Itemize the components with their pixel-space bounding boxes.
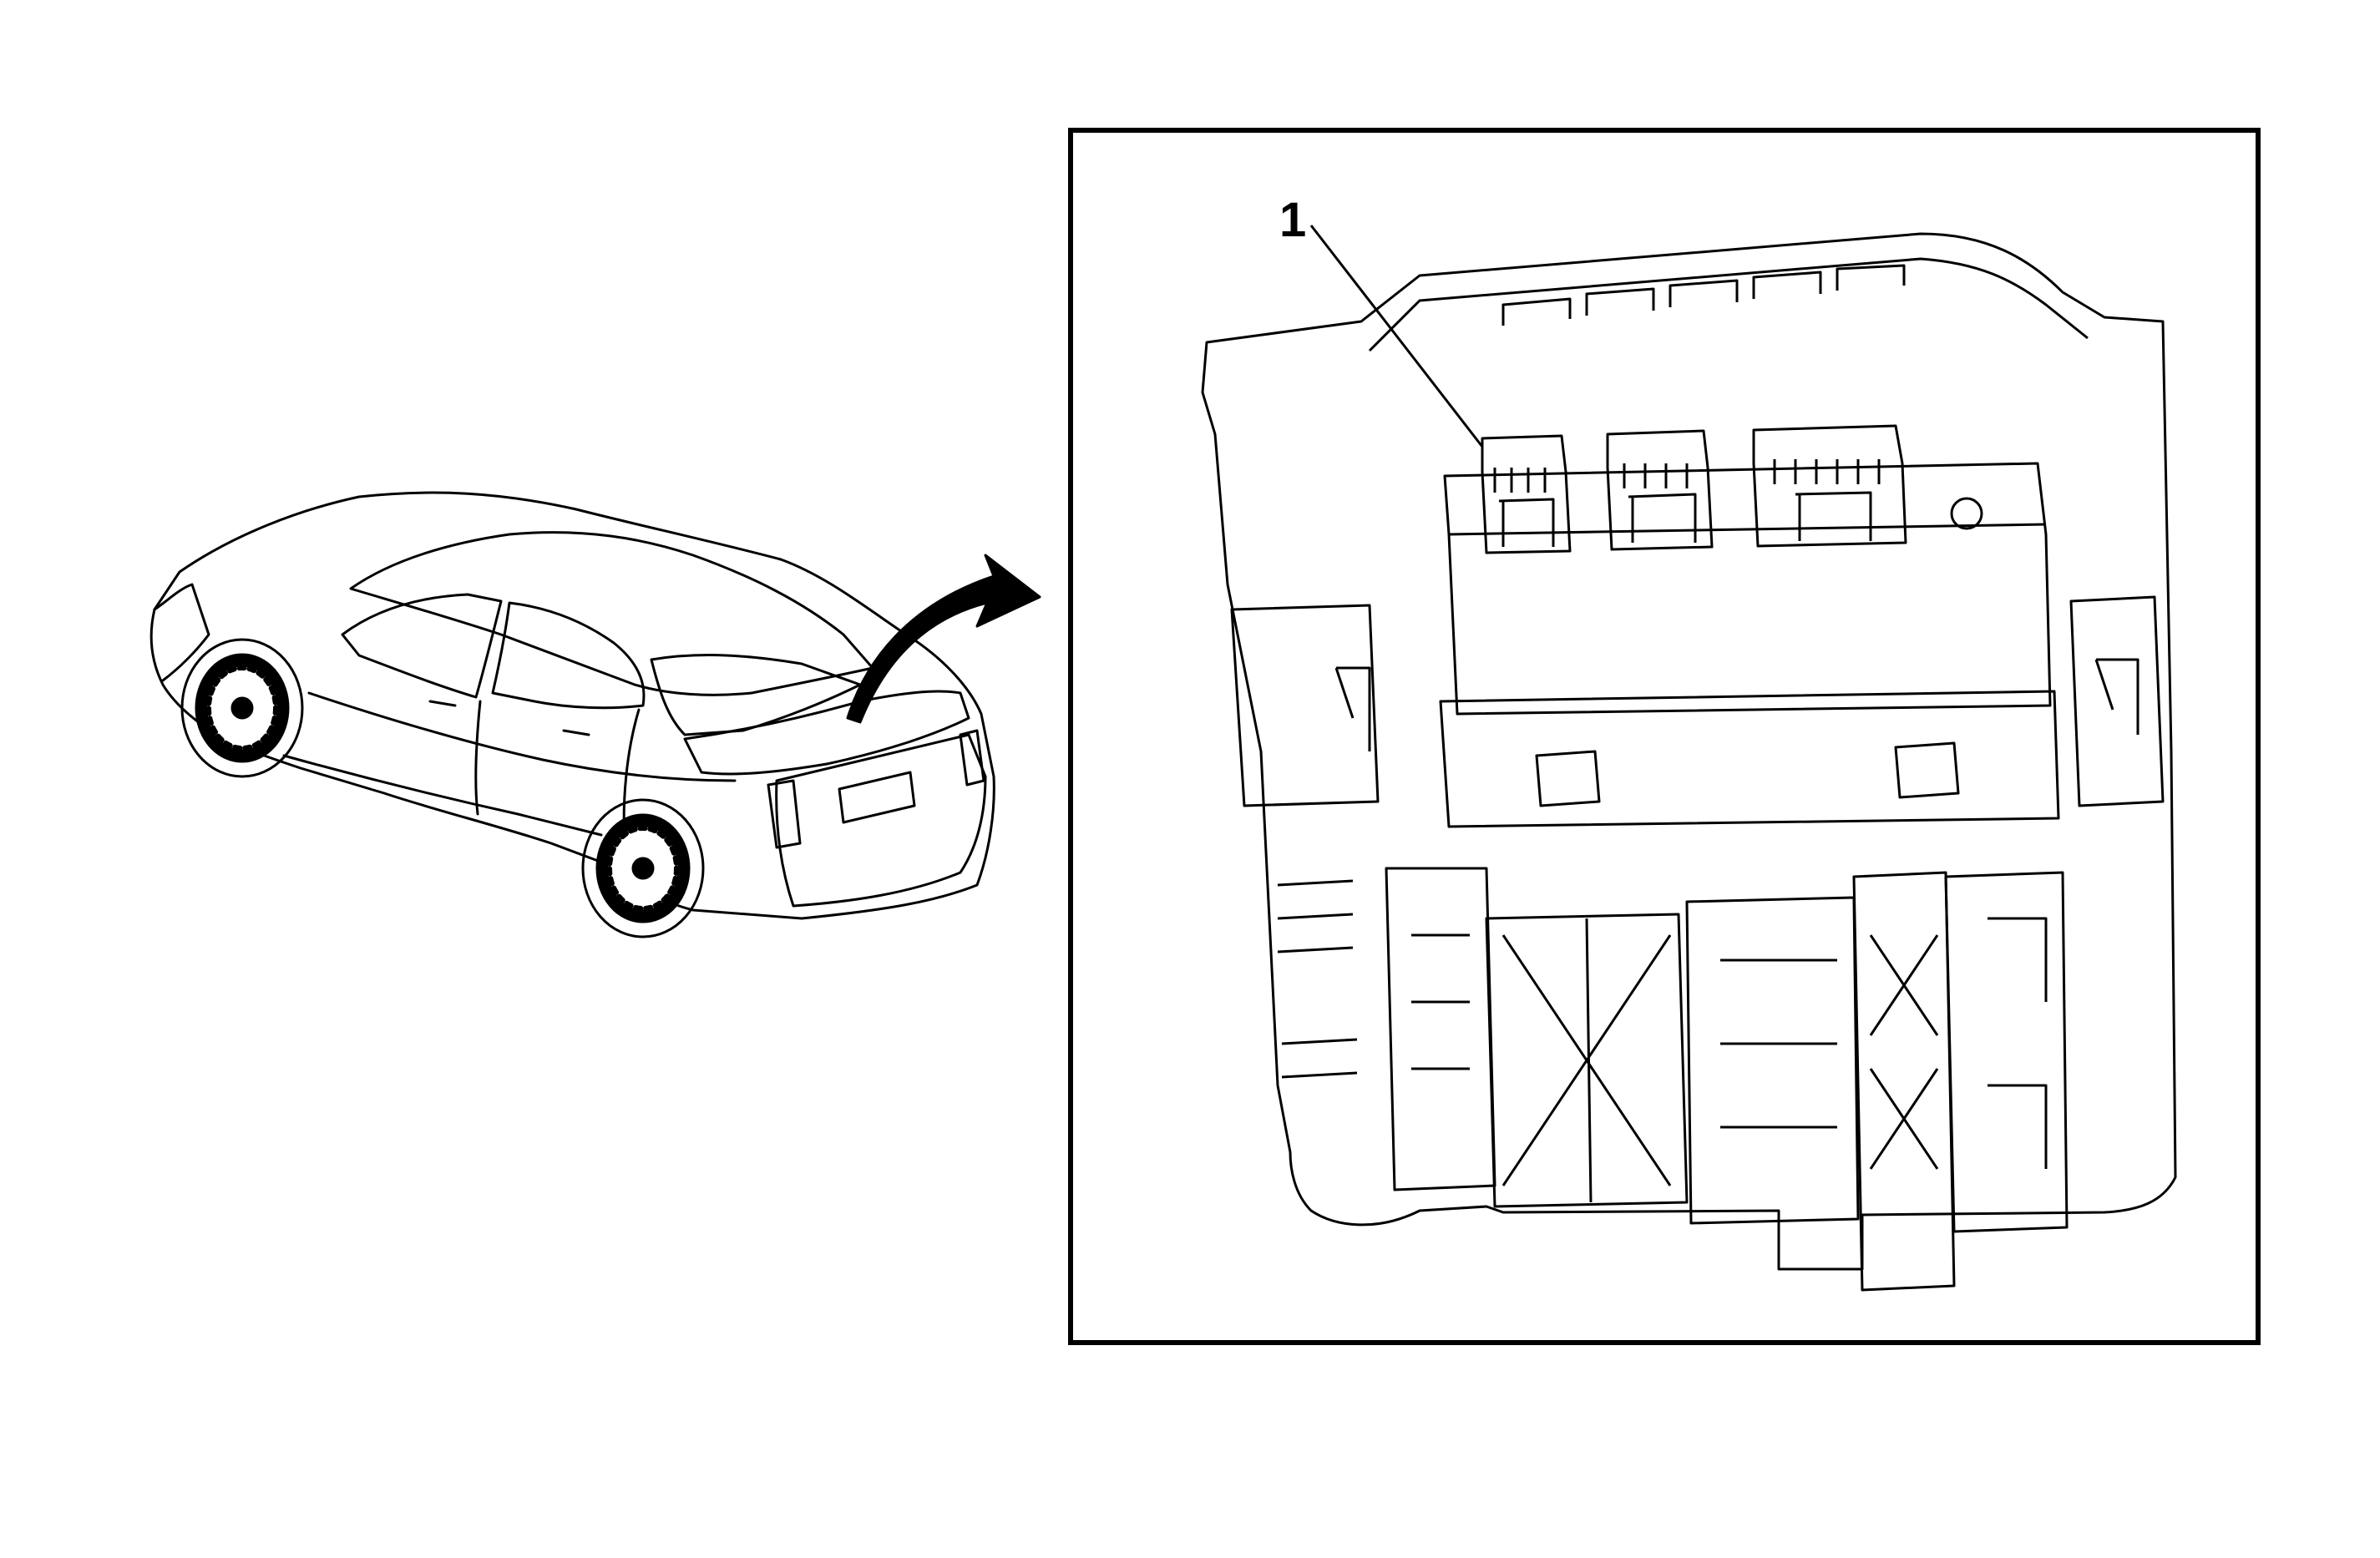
vehicle-illustration xyxy=(149,491,995,938)
vehicle-rear-window xyxy=(650,654,862,736)
vehicle-rear-bumper xyxy=(775,733,987,908)
vehicle-side-crease xyxy=(307,691,737,782)
callout-1-leader xyxy=(1309,225,1484,448)
mounting-post xyxy=(1950,497,1983,530)
lower-block-right xyxy=(1852,871,1956,1292)
vehicle-wheel-rear xyxy=(581,798,705,938)
vehicle-front-fascia xyxy=(153,583,210,682)
lower-block-center xyxy=(1485,913,1689,1208)
callout-1: 1 xyxy=(1279,193,1484,448)
vehicle-trunk-lid xyxy=(683,690,970,776)
detail-frame xyxy=(1068,128,2261,1345)
vehicle-roof xyxy=(349,531,874,696)
connector-3 xyxy=(1752,424,1907,548)
vehicle-window-rear xyxy=(491,601,646,710)
callout-1-label: 1 xyxy=(1279,193,1306,247)
lower-block-far-right xyxy=(1944,871,2069,1233)
housing-top-rail xyxy=(1368,257,2089,352)
module-box-lower-tray xyxy=(1439,690,2060,828)
left-side-slots xyxy=(1277,879,1358,1079)
lower-block-mid xyxy=(1685,896,1860,1225)
lower-block-left xyxy=(1385,867,1496,1191)
lower-latch-tabs xyxy=(1535,741,1960,807)
right-bracket xyxy=(2069,595,2165,807)
vehicle-license-plate xyxy=(838,771,916,824)
vehicle-tail-lamp-left xyxy=(767,779,802,849)
left-bracket xyxy=(1230,604,1380,807)
curved-arrow-icon xyxy=(846,554,1041,724)
vehicle-window-front xyxy=(341,593,503,699)
connector-2 xyxy=(1606,429,1714,551)
vehicle-rocker xyxy=(282,754,603,837)
vehicle-wheel-front xyxy=(180,638,304,778)
housing-vent-slots xyxy=(1501,264,1906,326)
connector-1 xyxy=(1481,434,1572,554)
module-box-top-edge xyxy=(1448,523,2047,536)
control-module-illustration xyxy=(1201,232,2177,1292)
vehicle-door-handle-rear xyxy=(562,729,590,736)
vehicle-door-handle-front xyxy=(428,700,457,707)
vehicle-tail-lamp-right xyxy=(959,729,985,787)
